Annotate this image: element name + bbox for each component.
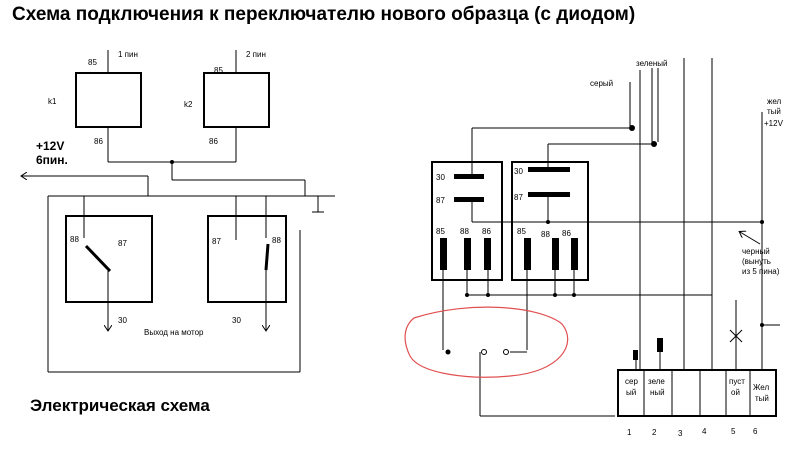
yellow-label-3: +12V — [764, 119, 784, 128]
relay-k1-coil — [75, 72, 142, 128]
k2-86-label: 86 — [209, 137, 218, 146]
conn-5-label-a: пуст — [729, 377, 745, 386]
k1-86-label: 86 — [94, 137, 103, 146]
r1-pin-86 — [484, 238, 491, 270]
r1-30-label: 30 — [436, 173, 445, 182]
r2-contact-30 — [528, 167, 570, 172]
r1-contact-87 — [454, 197, 484, 202]
s2-30-label: 30 — [232, 316, 241, 325]
k1-pin-label: 1 пин — [118, 50, 138, 59]
r1-pin-85 — [440, 238, 447, 270]
r2-88-label: 88 — [541, 230, 550, 239]
yellow-joint — [760, 323, 764, 327]
r1-pin-88 — [464, 238, 471, 270]
k2-label: k2 — [184, 100, 193, 109]
r1-87-label: 87 — [436, 196, 445, 205]
r2-contact-87 — [528, 192, 570, 197]
r2-86-label: 86 — [562, 229, 571, 238]
s2-88-label: 88 — [272, 236, 281, 245]
black-label-1: черный — [742, 247, 770, 256]
supply-label-voltage: +12V — [36, 139, 64, 153]
switch-connector — [617, 369, 777, 417]
motor-output-label: Выход на мотор — [144, 328, 204, 337]
relay-k1-switch — [65, 215, 153, 303]
bus-12v-joint — [760, 220, 764, 224]
yellow-label-2: тый — [767, 107, 781, 116]
r2-30-label: 30 — [514, 167, 523, 176]
relay-k2-coil — [203, 72, 270, 128]
motor-terminal-3 — [503, 349, 509, 355]
conn-5-label-b: ой — [731, 388, 740, 397]
right-wiring: серый зеленый жел тый +12V черный (вынут… — [404, 58, 784, 438]
k1-label: k1 — [48, 97, 57, 106]
conn-pin-2: 2 — [652, 428, 657, 437]
conn-1-label-b: ый — [626, 388, 636, 397]
conn-1-label-a: сер — [625, 377, 638, 386]
pin-joint — [553, 293, 557, 297]
motor-terminal-2 — [481, 349, 487, 355]
bus-joint — [546, 220, 550, 224]
k2-switch-blade — [264, 243, 270, 271]
conn-pin-3: 3 — [678, 429, 683, 438]
conn-6-label-a: Жел — [753, 383, 769, 392]
r2-pin-88 — [552, 238, 559, 270]
r1-86-label: 86 — [482, 227, 491, 236]
k2-85-label: 85 — [214, 66, 223, 75]
conn-pin-5: 5 — [731, 427, 736, 436]
r2-85-label: 85 — [517, 227, 526, 236]
supply-label-pin: 6пин. — [36, 153, 68, 167]
s1-88-label: 88 — [70, 235, 79, 244]
conn-2-label-b: ный — [650, 388, 665, 397]
left-schematic: 1 пин 2 пин 85 85 k1 k2 86 86 +12V 6пин.… — [22, 50, 335, 373]
black-label-3: из 5 пина) — [742, 267, 780, 276]
s1-87-label: 87 — [118, 239, 127, 248]
relay-k2-switch — [207, 215, 287, 303]
r1-85-label: 85 — [436, 227, 445, 236]
conn-pin-6: 6 — [753, 427, 758, 436]
s1-30-label: 30 — [118, 316, 127, 325]
r2-pin-85 — [524, 238, 531, 270]
green-pin-plug — [657, 338, 663, 352]
green-wire-label: зеленый — [636, 59, 668, 68]
cut-mark-b — [729, 329, 743, 343]
r2-87-label: 87 — [514, 193, 523, 202]
r1-contact-30 — [454, 174, 484, 179]
motor-terminal-1 — [445, 349, 451, 355]
relay-block-2 — [511, 161, 589, 281]
page-title: Схема подключения к переключателю нового… — [12, 4, 636, 25]
r1-88-label: 88 — [460, 227, 469, 236]
conn-pin-1: 1 — [627, 428, 632, 437]
black-wire-arrow — [740, 232, 761, 245]
k2-pin-label: 2 пин — [246, 50, 266, 59]
conn-pin-4: 4 — [702, 427, 707, 436]
k1-switch-blade — [84, 244, 112, 273]
black-label-2: (вынуть — [742, 257, 771, 266]
schematic-caption: Электрическая схема — [30, 396, 210, 415]
gray-pin-plug — [633, 350, 638, 360]
yellow-label-1: жел — [767, 97, 782, 106]
conn-2-label-a: зеле — [648, 377, 665, 386]
conn-6-label-b: тый — [755, 394, 769, 403]
r2-pin-86 — [571, 238, 578, 270]
highlight-loop — [404, 306, 569, 378]
gray-wire-label: серый — [590, 79, 613, 88]
pin-joint — [486, 293, 490, 297]
s2-87-label: 87 — [212, 237, 221, 246]
k1-85-label: 85 — [88, 58, 97, 67]
pin-joint — [465, 293, 469, 297]
